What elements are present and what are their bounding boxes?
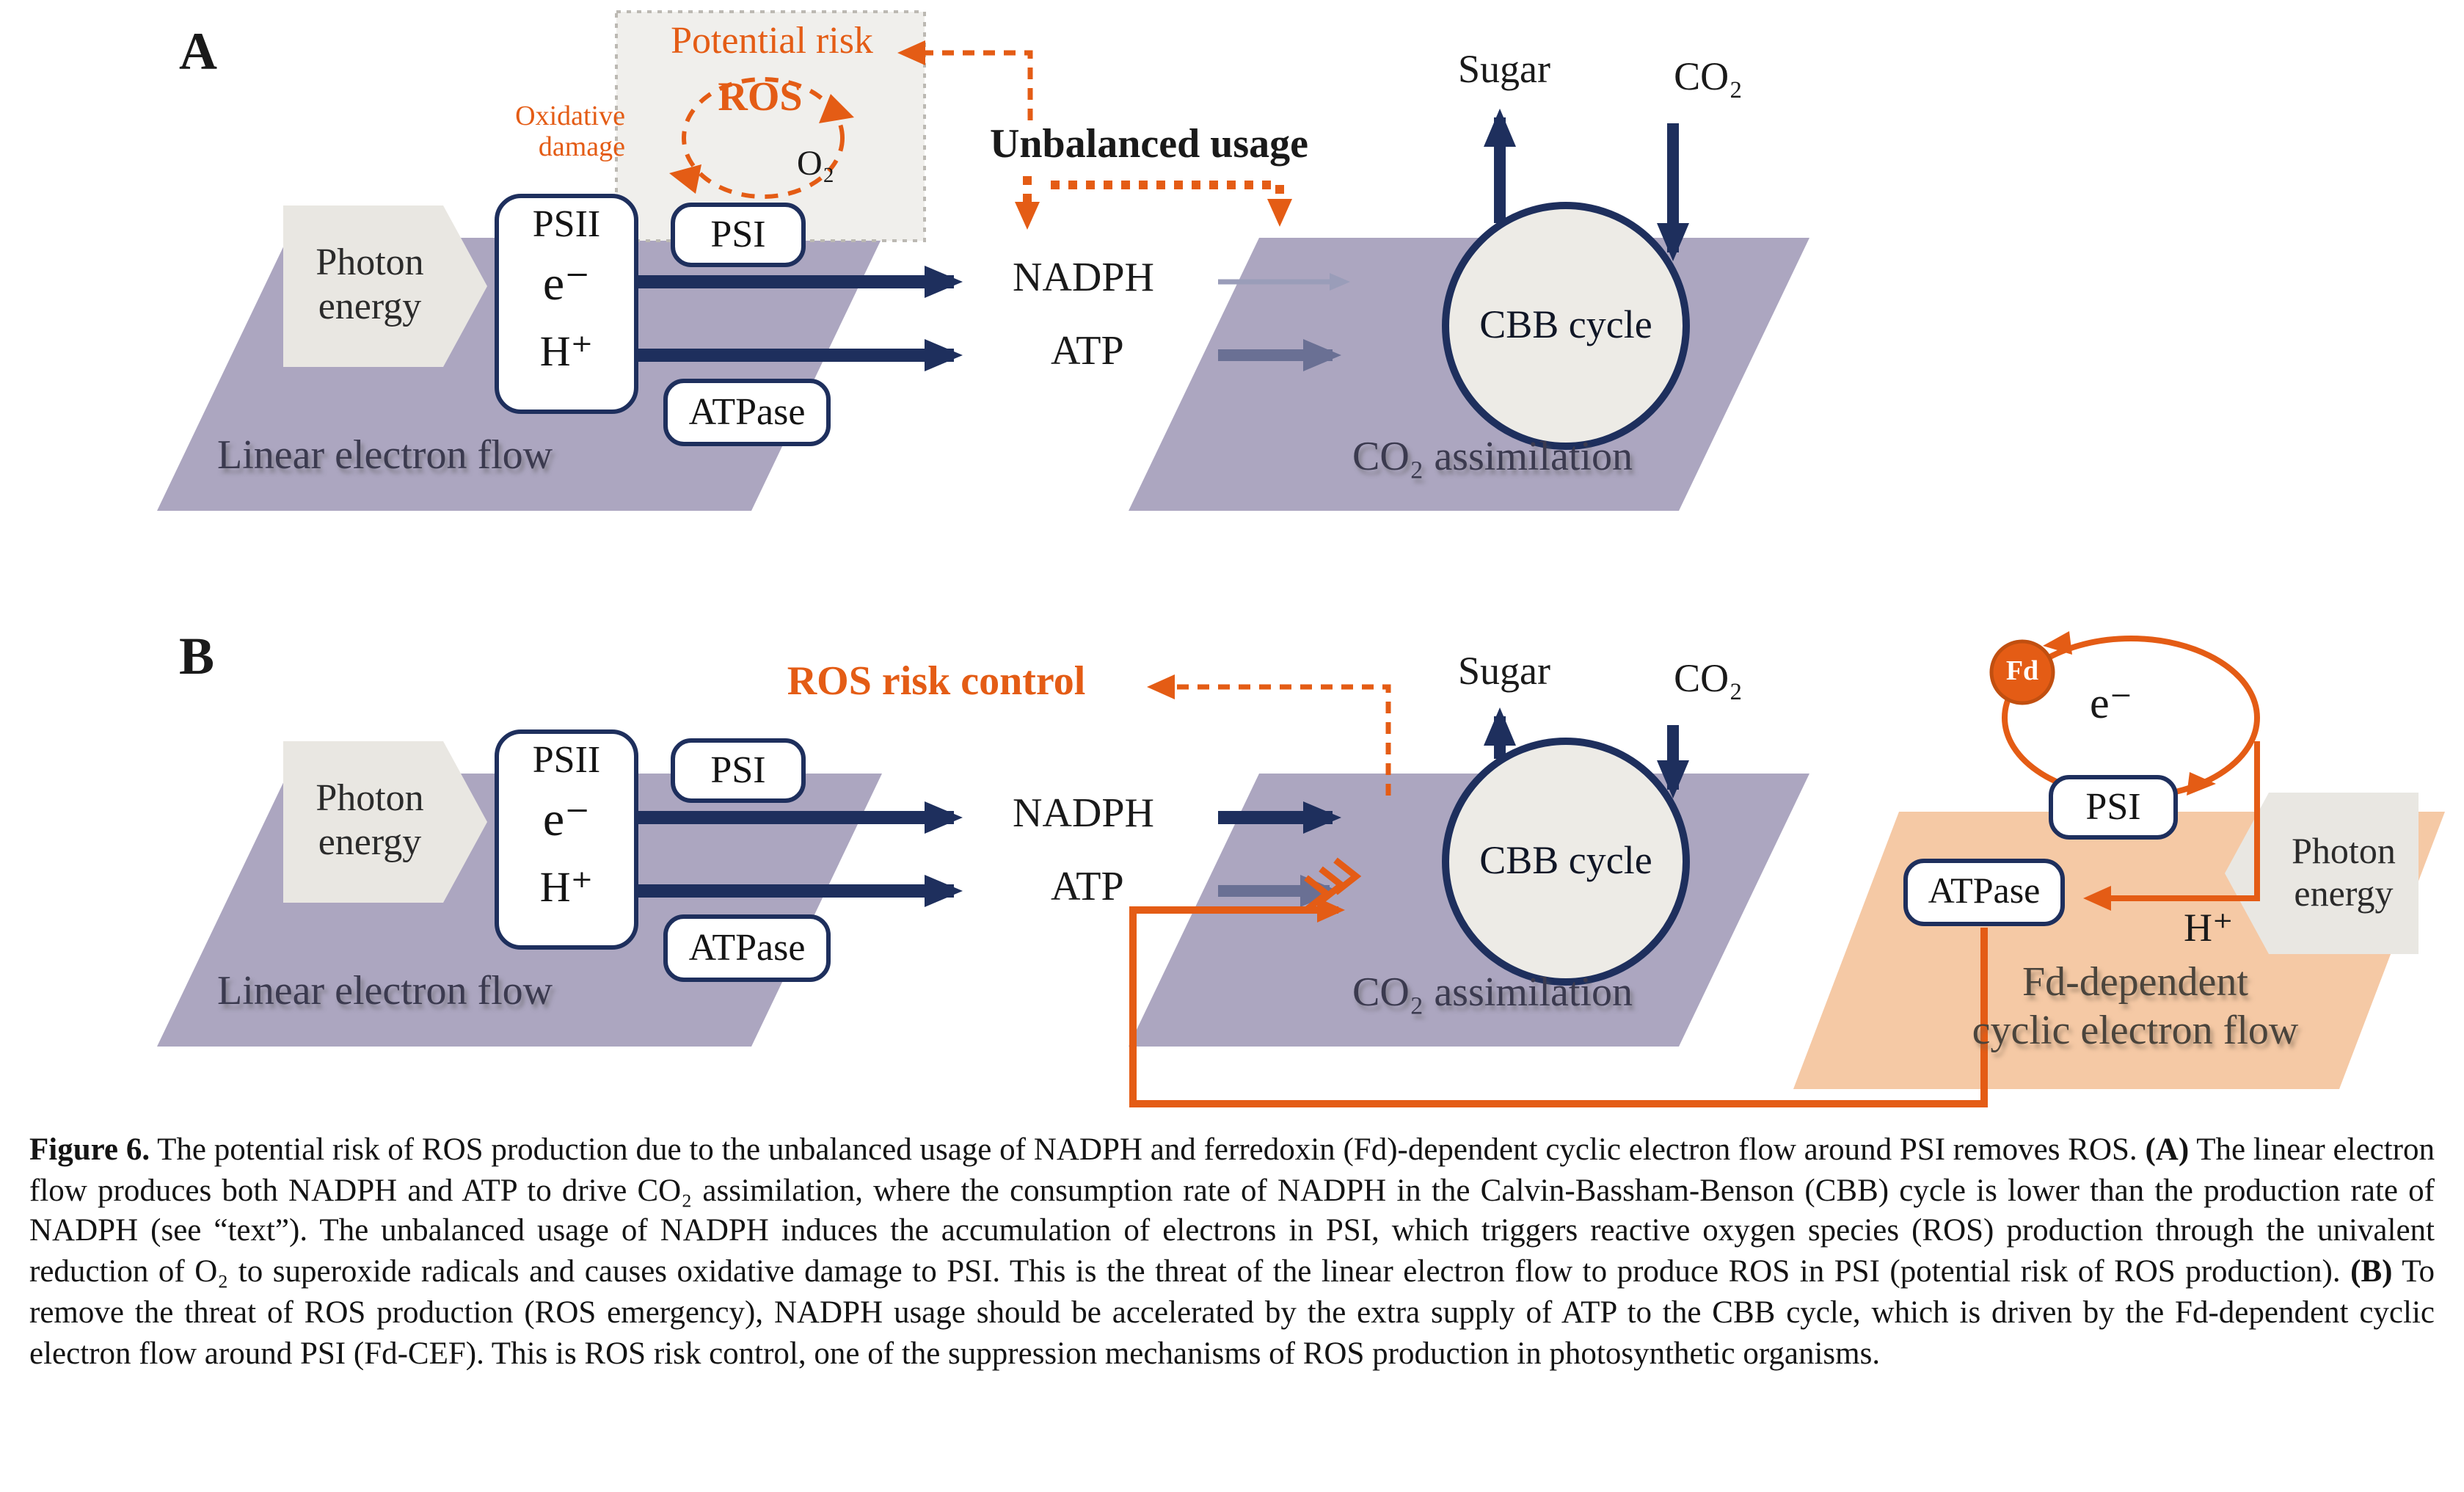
photon-energy-label-a: Photon energy	[316, 241, 424, 327]
fd-cef-label-line1: Fd-dependent	[2022, 960, 2248, 1005]
psii-label-a: PSII	[532, 203, 601, 245]
co2-label-b: CO₂	[1674, 656, 1743, 700]
oxidative-damage-label-line2: damage	[538, 132, 625, 163]
fd-psi-label: PSI	[2085, 785, 2141, 828]
psii-label-b: PSII	[532, 738, 601, 781]
photon-energy-shape-fd	[2225, 793, 2419, 954]
ros-cycle-arrowhead-bottom	[669, 164, 701, 194]
o2-label-a: O₂	[797, 145, 835, 183]
photon-energy-label-b: Photon energy	[316, 776, 424, 863]
unbalanced-to-potential-risk-arrow	[897, 40, 1033, 120]
panel-a-letter: A	[179, 22, 217, 81]
fd-cycle-arrowhead-bottom	[2187, 772, 2216, 796]
psii-box-a: PSII e⁻ H⁺	[495, 194, 638, 414]
unbalanced-usage-label: Unbalanced usage	[989, 122, 1309, 167]
fd-cycle-arrowhead-top	[2043, 631, 2072, 655]
fd-proton-label: H⁺	[2184, 906, 2234, 950]
fd-label: Fd	[2005, 656, 2039, 687]
ros-cycle-dashed-ellipse	[682, 77, 845, 199]
ros-risk-control-label: ROS risk control	[787, 659, 1086, 705]
electron-label-a: e⁻	[542, 258, 591, 311]
atpase-label-b: ATPase	[688, 926, 806, 969]
photon-energy-shape-a	[283, 205, 487, 367]
nadph-label-a: NADPH	[1013, 255, 1154, 301]
electron-label-b: e⁻	[542, 794, 591, 847]
co2-assimilation-label-b: CO₂ assimilation	[1352, 970, 1633, 1016]
psi-label-b: PSI	[710, 749, 766, 791]
fd-circle	[1989, 639, 2055, 705]
fd-cef-label-line2: cyclic electron flow	[1972, 1008, 2299, 1054]
fd-atpase-label: ATPase	[1928, 872, 2041, 911]
figure-caption: Figure 6. The potential risk of ROS prod…	[29, 1130, 2435, 1374]
proton-label-a: H⁺	[539, 329, 594, 376]
fd-electron-label: e⁻	[2090, 680, 2133, 728]
psi-label-a: PSI	[710, 213, 766, 255]
linear-electron-flow-label-a: Linear electron flow	[217, 433, 553, 478]
panel-b-letter: B	[179, 627, 215, 685]
atpase-label-a: ATPase	[688, 390, 806, 433]
caption-segment: Figure 6.	[29, 1132, 150, 1167]
caption-segment: The potential risk of ROS production due…	[150, 1132, 2146, 1167]
photon-energy-label-fd: Photon energy	[2292, 832, 2396, 914]
cbb-cycle-circle-b	[1442, 738, 1690, 986]
fd-atpase-box: ATPase	[1903, 859, 2065, 926]
proton-label-b: H⁺	[539, 865, 594, 911]
ros-label: ROS	[718, 75, 803, 120]
psii-box-b: PSII e⁻ H⁺	[495, 729, 638, 950]
caption-segment: To remove the threat of ROS production (…	[29, 1253, 2435, 1371]
linear-electron-flow-label-b: Linear electron flow	[217, 969, 553, 1014]
sugar-label-b: Sugar	[1458, 649, 1550, 693]
atp-label-b: ATP	[1051, 865, 1124, 910]
fd-proton-to-atpase-arrow	[2083, 741, 2260, 911]
atpase-box-b: ATPase	[663, 914, 831, 982]
co2-label-a: CO₂	[1674, 54, 1743, 98]
cbb-cycle-label-a: CBB cycle	[1479, 302, 1652, 346]
nadph-label-b: NADPH	[1013, 791, 1154, 837]
atpase-box-a: ATPase	[663, 379, 831, 446]
fd-psi-box: PSI	[2049, 775, 2178, 840]
caption-segment: (B)	[2350, 1253, 2393, 1289]
fd-cef-atp-supply-loop	[1129, 898, 1988, 1107]
cbb-cycle-circle-a	[1442, 202, 1690, 450]
atp-label-a: ATP	[1051, 329, 1124, 374]
unbalanced-to-consumption-arrow	[1051, 181, 1292, 227]
ros-risk-control-arrow	[1147, 674, 1391, 796]
caption-segment: The linear electron flow produces both N…	[29, 1132, 2435, 1289]
psi-box-a: PSI	[671, 203, 806, 267]
atp-boost-chevron-3	[1333, 857, 1362, 895]
psi-box-b: PSI	[671, 738, 806, 803]
cbb-cycle-label-b: CBB cycle	[1479, 838, 1652, 882]
photon-energy-shape-b	[283, 741, 487, 903]
oxidative-damage-label-line1: Oxidative	[515, 101, 625, 132]
sugar-label-a: Sugar	[1458, 47, 1550, 91]
ros-cycle-arrowhead-top	[819, 94, 854, 123]
co2-assimilation-label-a: CO₂ assimilation	[1352, 434, 1633, 480]
potential-risk-label: Potential risk	[671, 19, 873, 62]
caption-segment: (A)	[2145, 1132, 2190, 1167]
